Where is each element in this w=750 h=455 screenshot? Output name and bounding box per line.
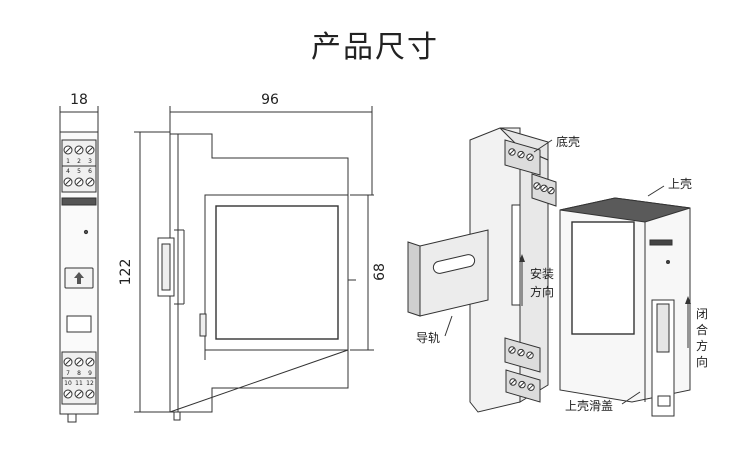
terminal-screw-slot bbox=[76, 179, 82, 185]
side-rail-clip-inner bbox=[161, 243, 171, 291]
terminal-screw-slot bbox=[87, 147, 93, 153]
terminal-screw-slot bbox=[65, 147, 71, 153]
slide-cover-leader bbox=[621, 391, 641, 405]
install-direction-label-1: 安装 bbox=[530, 266, 554, 281]
close-direction-char-1: 闭 bbox=[696, 307, 708, 321]
terminal-screw-slot bbox=[527, 154, 533, 160]
side-base-bottom-profile bbox=[169, 349, 349, 413]
top-shell-top-face bbox=[559, 197, 691, 223]
front-foot bbox=[67, 413, 77, 423]
terminal-screw-slot bbox=[509, 347, 515, 353]
page-title: 产品尺寸 bbox=[311, 30, 439, 65]
slide-cover-label: 上壳滑盖 bbox=[565, 399, 613, 413]
front-width-label: 18 bbox=[70, 92, 88, 108]
top-shell-label: 上壳 bbox=[668, 177, 692, 191]
terminal-number: 12 bbox=[86, 380, 94, 387]
top-shell-window bbox=[571, 221, 635, 335]
base-shell-label: 底壳 bbox=[556, 134, 580, 149]
slide-cover-grip bbox=[656, 303, 670, 353]
install-direction-label-2: 方向 bbox=[530, 284, 554, 299]
terminal-number: 1 bbox=[66, 158, 70, 165]
top-shell-led bbox=[666, 260, 670, 264]
terminal-number: 10 bbox=[64, 380, 72, 387]
terminal-screw-slot bbox=[518, 350, 524, 355]
terminal-screw-slot bbox=[65, 359, 71, 365]
terminal-screw-slot bbox=[548, 188, 554, 193]
close-direction-arrow-icon bbox=[685, 296, 691, 304]
close-direction-char-3: 方 bbox=[696, 338, 708, 353]
rail-leader bbox=[444, 315, 453, 337]
close-direction-char-4: 向 bbox=[696, 354, 708, 369]
side-view bbox=[134, 106, 374, 421]
terminal-screw-slot bbox=[541, 185, 547, 191]
terminal-screw-slot bbox=[518, 152, 524, 157]
terminal-screw-slot bbox=[65, 179, 71, 185]
terminal-screw-slot bbox=[76, 359, 82, 365]
base-contact-strip bbox=[511, 204, 521, 306]
annotation-lines bbox=[444, 139, 689, 405]
terminal-number: 11 bbox=[75, 380, 83, 387]
top-shell-leader bbox=[647, 185, 665, 197]
terminal-number: 2 bbox=[77, 158, 81, 165]
exploded-view bbox=[407, 127, 691, 417]
terminal-screw-slot bbox=[509, 149, 515, 155]
rail-label: 导轨 bbox=[416, 331, 440, 345]
terminal-number: 5 bbox=[77, 168, 81, 175]
front-label-band bbox=[61, 197, 97, 206]
din-rail-slot bbox=[432, 254, 476, 274]
terminal-screw-slot bbox=[76, 391, 82, 397]
base-shell-leader bbox=[533, 139, 553, 153]
terminal-number: 9 bbox=[88, 370, 92, 377]
terminal-number: 6 bbox=[88, 168, 92, 175]
terminal-screw-slot bbox=[534, 183, 540, 189]
terminal-screw-slot bbox=[65, 391, 71, 397]
slide-cover-window bbox=[657, 395, 671, 407]
side-bottom-tab bbox=[173, 411, 181, 421]
terminal-screw-slot bbox=[528, 384, 534, 390]
terminal-number: 7 bbox=[66, 370, 70, 377]
side-face-window bbox=[215, 205, 339, 340]
terminal-screw-slot bbox=[76, 147, 82, 153]
din-rail-edge bbox=[407, 241, 421, 317]
front-window bbox=[66, 315, 92, 333]
terminal-screw-slot bbox=[519, 382, 525, 387]
face-height-label: 68 bbox=[372, 263, 388, 281]
close-direction-char-2: 合 bbox=[696, 322, 708, 337]
terminal-number: 4 bbox=[66, 168, 70, 175]
terminal-number: 8 bbox=[77, 370, 81, 377]
terminal-screw-slot bbox=[510, 379, 516, 385]
terminal-screw-slot bbox=[527, 352, 533, 358]
front-led bbox=[83, 229, 89, 235]
top-shell-label-band bbox=[649, 239, 673, 246]
terminal-screw-slot bbox=[87, 391, 93, 397]
front-button-arrow-icon bbox=[74, 272, 84, 284]
terminal-number: 3 bbox=[88, 158, 92, 165]
terminal-screw-slot bbox=[87, 359, 93, 365]
exploded-screw-group bbox=[508, 148, 555, 391]
install-direction-arrow-icon bbox=[519, 254, 525, 262]
side-width-label: 96 bbox=[261, 92, 279, 108]
side-face-latch bbox=[199, 313, 207, 337]
terminal-screw-slot bbox=[87, 179, 93, 185]
side-base-top-profile bbox=[170, 133, 349, 195]
side-height-label: 122 bbox=[118, 259, 134, 286]
